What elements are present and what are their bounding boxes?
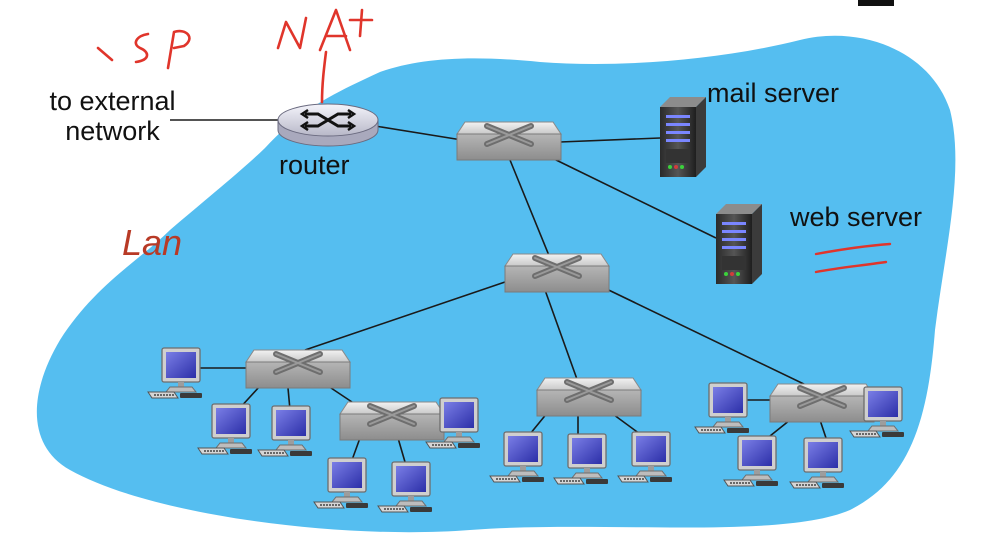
switch-icon [505,254,609,292]
web-server-label: web server [790,202,923,232]
router-icon [277,103,379,147]
switch-icon [537,378,641,416]
server-icon [716,204,762,284]
nat-handwriting [276,8,374,104]
isp-handwriting [96,29,191,70]
external-network-label: to external network [49,86,176,146]
server-icon [660,97,706,177]
switch-icon [457,122,561,160]
web-server-underline [814,242,892,274]
switch-icon [340,402,444,440]
mail-server-label: mail server [707,78,840,108]
switch-icon [770,384,874,422]
lan-label: Lan [122,222,183,263]
router-label: router [279,150,350,180]
switch-icon [246,350,350,388]
top-edge-fragment [858,0,894,6]
